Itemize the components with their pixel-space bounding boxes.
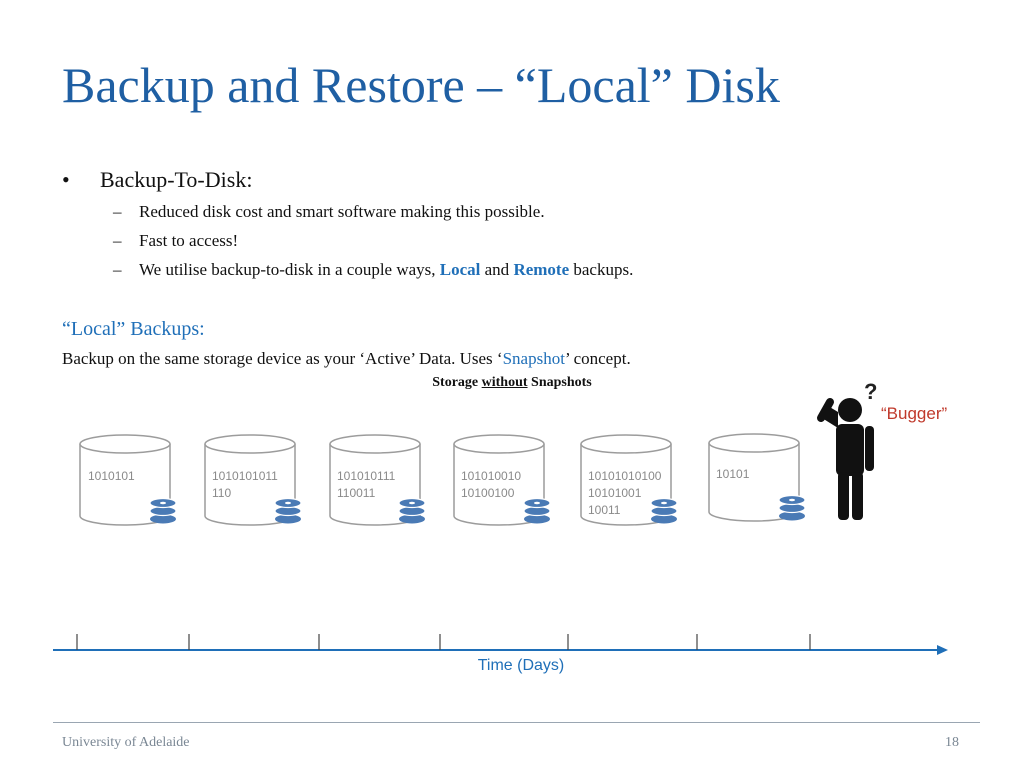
footer-divider <box>53 722 980 723</box>
database-stack-icon <box>523 497 551 524</box>
sub-text: We utilise backup-to-disk in a couple wa… <box>139 260 633 280</box>
sub-text: Fast to access! <box>139 231 239 250</box>
snapshot-link-text: Snapshot <box>502 349 565 368</box>
disk-data-line: 110 <box>212 486 231 500</box>
diagram-title-part2: Snapshots <box>527 375 592 390</box>
sub-bullet-3: – We utilise backup-to-disk in a couple … <box>113 260 633 280</box>
disk-data-line: 101010111 <box>337 469 396 483</box>
disk-cylinder: 101010010 10100100 <box>453 434 551 526</box>
sub-dash: – <box>113 260 122 279</box>
bullet-backup-to-disk: • Backup-To-Disk: <box>62 167 252 193</box>
keyword-remote: Remote <box>513 260 570 279</box>
time-axis <box>53 634 948 655</box>
desc-before: Backup on the same storage device as you… <box>62 349 503 368</box>
sub-text-mid: and <box>480 260 514 279</box>
bullet-text: Backup-To-Disk: <box>100 167 253 192</box>
disk-data-line: 10100100 <box>461 486 515 500</box>
sub-dash: – <box>113 202 122 221</box>
database-stack-icon <box>650 497 678 524</box>
disk-data-line: 10011 <box>588 503 621 517</box>
sub-bullet-1: – Reduced disk cost and smart software m… <box>113 202 545 222</box>
local-backups-description: Backup on the same storage device as you… <box>62 349 631 369</box>
database-stack-icon <box>398 497 426 524</box>
diagram-title: Storage without Snapshots <box>0 375 1024 391</box>
slide-title: Backup and Restore – “Local” Disk <box>62 57 780 113</box>
disk-data-line: 1010101 <box>88 469 135 483</box>
disk-cylinder: 1010101 <box>79 434 177 526</box>
time-axis-label: Time (Days) <box>477 657 565 674</box>
database-stack-icon <box>149 497 177 524</box>
disk-data-line: 10101010100 <box>588 469 662 483</box>
confused-person-icon: ? <box>817 379 877 520</box>
footer-university: University of Adelaide <box>62 735 190 750</box>
disk-data-line: 101010010 <box>461 469 521 483</box>
disk-data-line: 1010101011 <box>212 469 278 483</box>
svg-text:?: ? <box>864 379 877 404</box>
database-stack-icon <box>778 494 806 521</box>
disk-cylinder: 10101010100 10101001 10011 <box>580 434 678 526</box>
bullet-symbol: • <box>62 167 70 192</box>
disk-data-line: 110011 <box>337 486 376 500</box>
sub-text: Reduced disk cost and smart software mak… <box>139 202 545 221</box>
sub-bullet-2: – Fast to access! <box>113 231 238 251</box>
person-exclamation-label: “Bugger” <box>881 404 948 423</box>
page-number: 18 <box>945 735 959 750</box>
disk-cylinder: 1010101011 110 <box>204 434 302 526</box>
desc-after: ’ concept. <box>564 349 631 368</box>
keyword-local: Local <box>439 260 481 279</box>
disk-cylinder: 101010111 110011 <box>329 434 426 526</box>
sub-text-after: backups. <box>569 260 634 279</box>
disk-data-line: 10101001 <box>588 486 642 500</box>
sub-dash: – <box>113 231 122 250</box>
database-stack-icon <box>274 497 302 524</box>
disk-cylinder: 10101 <box>708 433 806 522</box>
local-backups-heading: “Local” Backups: <box>62 318 205 340</box>
sub-text-before: We utilise backup-to-disk in a couple wa… <box>139 260 440 279</box>
disk-data-line: 10101 <box>716 467 750 481</box>
diagram-title-without: without <box>481 375 528 390</box>
diagram-title-part1: Storage <box>432 375 482 390</box>
